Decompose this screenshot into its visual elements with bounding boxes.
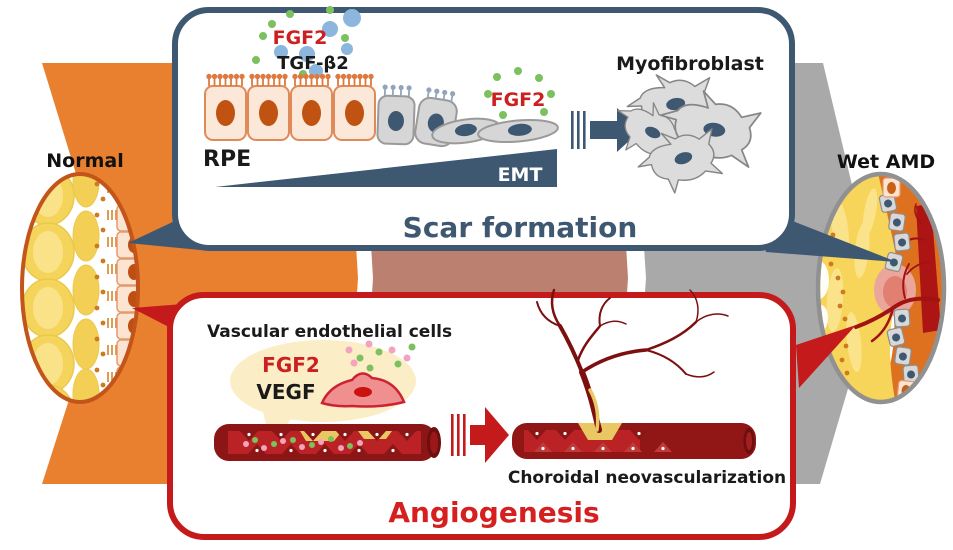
rpe-cell — [247, 73, 290, 141]
secretion-bubble: FGF2 VEGF — [230, 340, 416, 448]
angio-box-content: Vascular endothelial cells FGF2 VEGF — [207, 288, 786, 529]
vessel-before — [214, 424, 441, 461]
angio-pointer-right — [796, 325, 856, 388]
angio-transition-arrow — [451, 407, 509, 463]
vascular-endothelial-cells-label: Vascular endothelial cells — [207, 322, 452, 342]
normal-retina-illustration — [20, 172, 140, 404]
cnv-label: Choroidal neovascularization — [508, 468, 786, 488]
myofibroblast-cluster: Myofibroblast — [603, 53, 764, 202]
emt-wedge: EMT — [215, 149, 557, 187]
growth-factor-cluster-top: FGF2 TGF-β2 — [252, 6, 361, 78]
fgf2-bubble-label: FGF2 — [262, 353, 320, 377]
secreted-molecules — [345, 340, 416, 372]
fgf2-mid-label: FGF2 — [491, 89, 546, 111]
rpe-cell-row — [204, 73, 376, 141]
lumen-molecules-green — [252, 436, 353, 449]
rpe-cell — [290, 73, 333, 141]
rpe-cell — [333, 73, 376, 141]
fgf2-molecules — [252, 6, 349, 78]
myofibroblast-label: Myofibroblast — [616, 53, 764, 75]
vegf-bubble-label: VEGF — [256, 380, 315, 404]
fgf2-label: FGF2 — [273, 27, 328, 49]
angiogenesis-title: Angiogenesis — [388, 496, 599, 529]
scar-box-content: FGF2 TGF-β2 — [203, 6, 764, 244]
photoreceptor-nuclei-dots — [94, 181, 106, 388]
rpe-label: RPE — [203, 147, 251, 172]
mesenchymal-cell — [477, 118, 559, 144]
lumen-molecules-pink — [243, 438, 363, 451]
tgfb2-molecules — [274, 9, 361, 78]
emt-label: EMT — [498, 164, 543, 186]
wet-amd-label: Wet AMD — [837, 151, 935, 173]
scar-formation-title: Scar formation — [403, 211, 638, 244]
sprout-yellow-streak — [588, 388, 600, 432]
sprouting-branches — [536, 288, 729, 433]
dedifferentiating-cell — [376, 84, 416, 146]
endothelial-cell — [320, 372, 406, 408]
growth-factor-cluster-mid: FGF2 — [484, 67, 555, 119]
vessel-after-with-sprout: Choroidal neovascularization — [508, 288, 786, 488]
fgf2-molecules — [484, 67, 555, 119]
tgfb2-label: TGF-β2 — [277, 53, 349, 74]
rpe-cell — [204, 73, 247, 141]
emt-transition-cells — [376, 84, 559, 148]
normal-label: Normal — [46, 150, 123, 172]
